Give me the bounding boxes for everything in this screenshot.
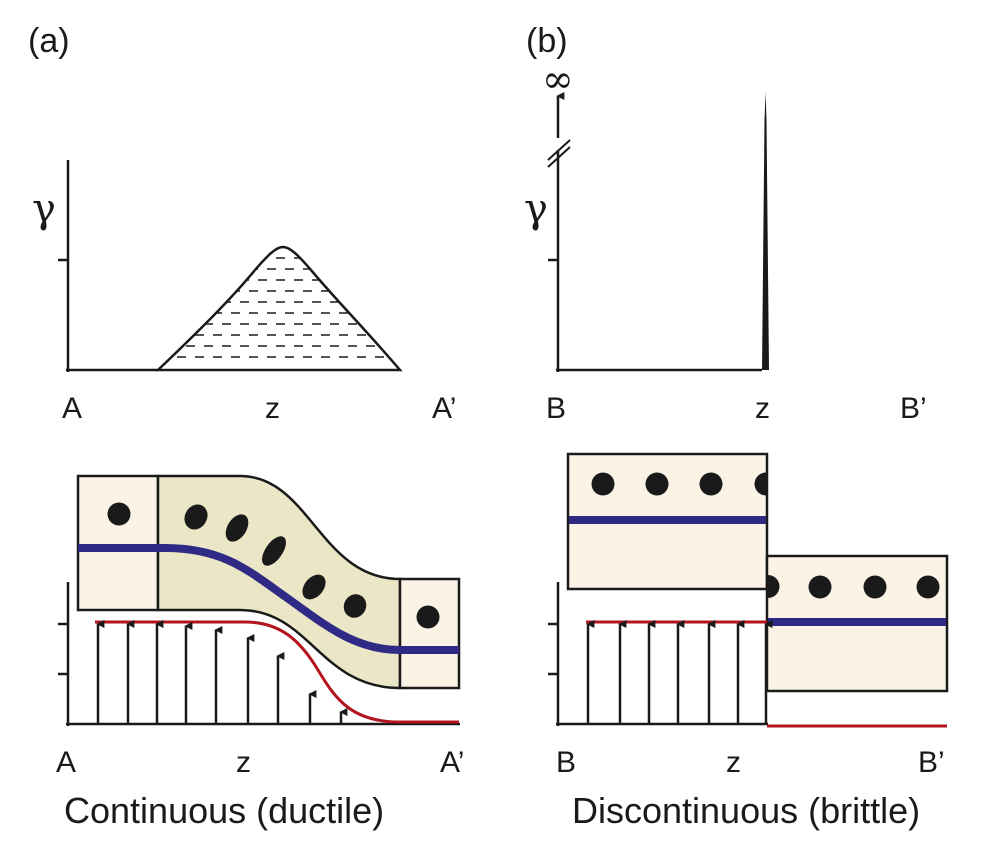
panel-b-marker-circle [863, 575, 887, 599]
panel-b-lower-markers [768, 575, 940, 599]
panel-a-marker-ellipse [225, 514, 249, 542]
panel-a-lower-label-A-prime: A’ [440, 746, 464, 779]
panel-b-marker-circle [916, 575, 940, 599]
panel-a-left-rigid-block [76, 474, 160, 612]
panel-a-right-rigid-block [398, 577, 461, 690]
panel-b-axis-label-B: B [546, 392, 566, 425]
panel-a-axis-label-A: A [62, 392, 82, 425]
panel-a-marker-ellipse [302, 574, 326, 600]
panel-a-gamma-label: γ [32, 186, 56, 232]
panel-a-marker-line [78, 544, 459, 654]
panel-b-marker-circle-cut [754, 472, 766, 496]
panel-b-marker-circle [591, 472, 615, 496]
panel-b-infinity-label: ∞ [542, 57, 574, 101]
panel-b-upper-markers [591, 472, 766, 496]
panel-b-lower-label-B-prime: B’ [918, 746, 945, 779]
panel-a-marker-ellipse [262, 536, 286, 566]
panel-a-marker-circle [107, 502, 131, 526]
panel-b-caption: Discontinuous (brittle) [572, 790, 920, 831]
panel-a-displacement-arrows [96, 620, 348, 724]
panel-a-displacement-profile [95, 620, 459, 724]
panel-b-axis-label-z: z [755, 392, 770, 425]
panel-a-marker-ellipse [184, 504, 208, 530]
panel-a-tag: (a) [28, 22, 70, 60]
panel-a-caption: Continuous (ductile) [64, 790, 384, 831]
panel-a-bell-hatching [158, 257, 400, 358]
panel-b-strain-spike [762, 92, 769, 370]
panel-b-lower-label-z: z [726, 746, 741, 779]
panel-a-lower-label-A: A [56, 746, 76, 779]
panel-b-marker-circle-cut [768, 575, 780, 598]
panel-a-axis-label-z: z [265, 392, 280, 425]
panel-a-marker-circle [416, 605, 440, 629]
panel-a-strain-markers [107, 502, 440, 629]
panel-a-marker-ellipse [343, 594, 367, 618]
panel-b-marker-circle [808, 575, 832, 599]
panel-a-lower-label-z: z [236, 746, 251, 779]
panel-b-axis-break-1 [547, 139, 571, 161]
panel-b-axis-label-B-prime: B’ [900, 392, 927, 425]
panel-b-marker-circle [699, 472, 723, 496]
panel-b-gamma-label: γ [524, 186, 548, 232]
panel-b-marker-circle [645, 472, 669, 496]
panel-b-lower-label-B: B [556, 746, 576, 779]
panel-a-axis-label-A-prime: A’ [432, 392, 456, 425]
panel-b-displacement-arrows [586, 620, 773, 724]
panel-b-axis-break-2 [547, 146, 571, 168]
panel-b-tag: (b) [526, 22, 568, 60]
panel-a-shear-strain-curve [154, 245, 403, 372]
